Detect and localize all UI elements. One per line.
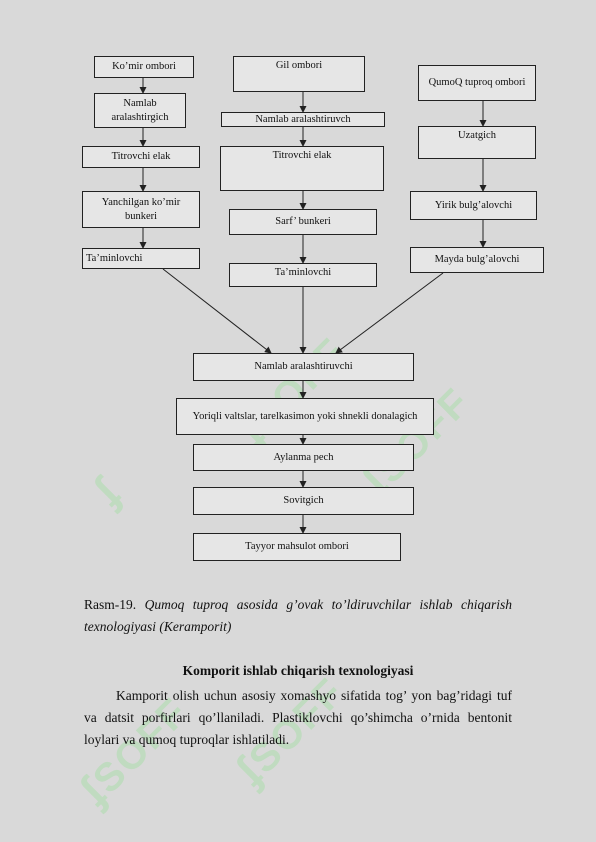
flow-box-sarf-bunkeri: Sarf’ bunkeri [229,209,377,235]
flow-box-titrovchi-elak-1: Titrovchi elak [82,146,200,168]
section-heading: Komporit ishlab chiqarish texnologiyasi [182,663,414,678]
flow-box-taminlovchi-2: Ta’minlovchi [229,263,377,287]
body-paragraph: Kamporit olish uchun asosiy xomashyo sif… [84,688,512,747]
flow-box-donalagich: Yoriqli valtslar, tarelkasimon yoki shne… [176,398,434,435]
flow-box-taminlovchi-1: Ta’minlovchi [82,248,200,269]
flow-box-qumoq-tuproq-ombori: QumoQ tuproq ombori [418,65,536,101]
flow-box-yanchilgan-komir-bunkeri: Yanchilgan ko’mir bunkeri [82,191,200,228]
flow-box-gil-ombori: Gil ombori [233,56,365,92]
flow-box-mayda-bulgalovchi: Mayda bulg’alovchi [410,247,544,273]
flow-box-titrovchi-elak-2: Titrovchi elak [220,146,384,191]
figure-number: Rasm-19. [84,597,137,612]
flow-box-namlab-aralashtiruvchi: Namlab aralashtiruvchi [193,353,414,381]
flow-box-aylanma-pech: Aylanma pech [193,444,414,471]
flow-box-namlab-aralashtirgich: Namlab aralashtirgich [94,93,186,128]
flow-box-namlab-aralashtiruvch: Namlab aralashtiruvch [221,112,385,127]
flow-box-tayyor-mahsulot-ombori: Tayyor mahsulot ombori [193,533,401,561]
figure-title-line2: texnologiyasi (Keramporit) [84,619,232,634]
flow-box-sovitgich: Sovitgich [193,487,414,515]
figure-title: Qumoq tuproq asosida g’ovak to’ldiruvchi… [144,597,512,612]
flow-box-uzatgich: Uzatgich [418,126,536,159]
flow-box-yirik-bulgalovchi: Yirik bulg’alovchi [410,191,537,220]
figure-caption: Rasm-19. Qumoq tuproq asosida g’ovak to’… [84,594,512,616]
flow-box-komir-ombori: Ko’mir ombori [94,56,194,78]
